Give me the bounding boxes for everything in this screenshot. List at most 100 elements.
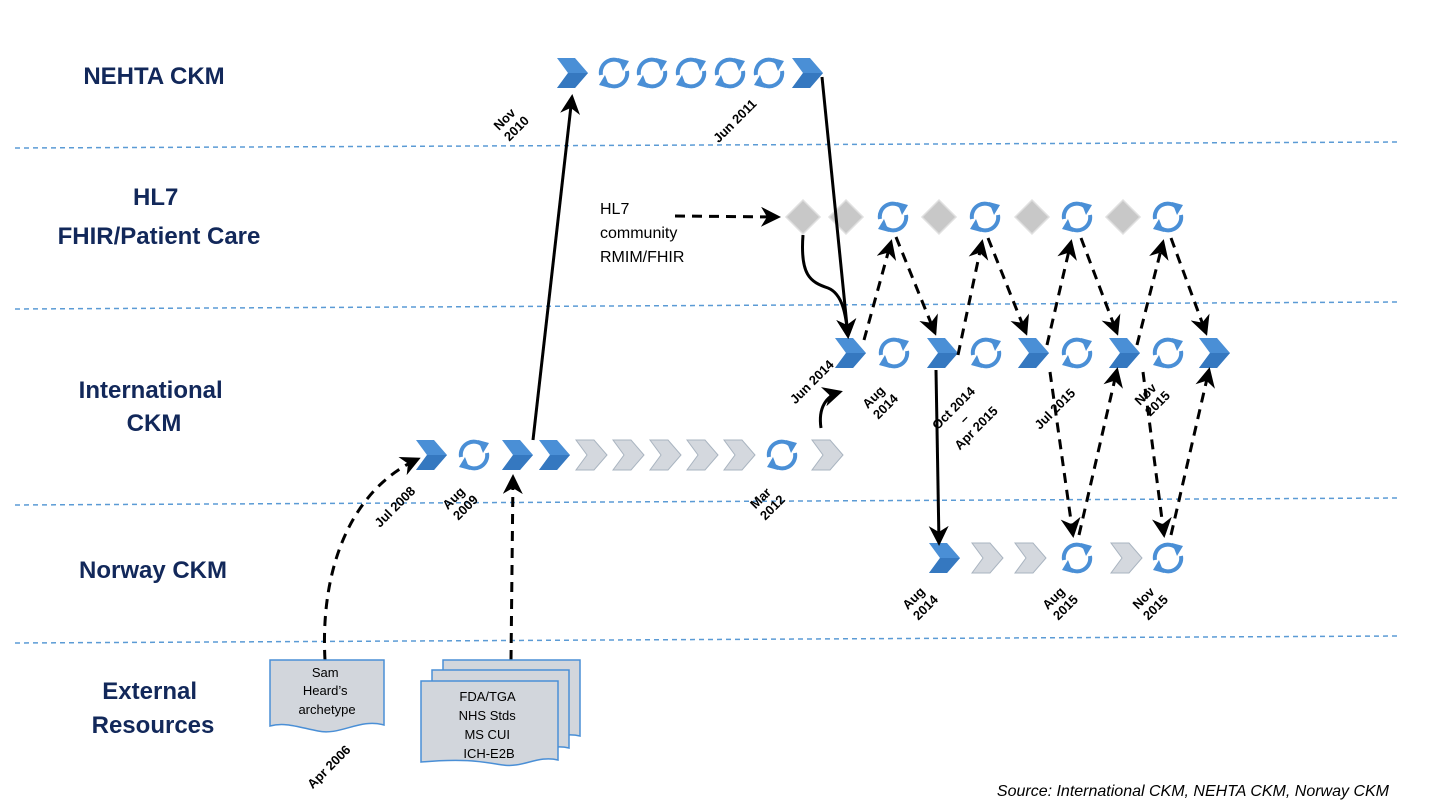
dashed-connectors bbox=[322, 206, 1215, 661]
doc-standards-stack: FDA/TGA NHS Stds MS CUI ICH-E2B bbox=[420, 659, 581, 767]
chevron-blue-icon bbox=[502, 440, 533, 470]
cycle-arrows-icon bbox=[674, 56, 708, 90]
doc-standards-text: FDA/TGA NHS Stds MS CUI ICH-E2B bbox=[459, 689, 520, 761]
arrow-intl-to-norway-nov2015 bbox=[1141, 371, 1172, 538]
chevron-blue-icon bbox=[792, 58, 823, 88]
arrow-hl7-to-intl-jul2015 bbox=[1079, 237, 1121, 336]
date-nov-2015-intl: Nov 2015 bbox=[1131, 377, 1173, 419]
cycle-arrows-icon bbox=[968, 200, 1002, 234]
arrow-mar2012-to-jun2014 bbox=[818, 387, 843, 429]
arrow-oct2014-to-hl7 bbox=[956, 239, 989, 356]
lane-labels: NEHTA CKM HL7 FHIR/Patient Care Internat… bbox=[58, 63, 261, 739]
chevron-grey-icon bbox=[612, 439, 645, 471]
arrow-hl7-to-intl bbox=[800, 234, 857, 339]
cycle-arrows-icon bbox=[1060, 200, 1094, 234]
arrow-hl7note-to-hl7 bbox=[674, 206, 781, 227]
lane-label-international: International CKM bbox=[79, 377, 230, 437]
cycle-arrows-icon bbox=[765, 438, 799, 472]
date-jul-2015: Jul 2015 bbox=[1031, 385, 1078, 432]
hl7-row bbox=[785, 199, 1185, 235]
document-icon bbox=[420, 680, 559, 767]
diamond-icon bbox=[1014, 199, 1050, 235]
date-nov-2010: Nov 2010 bbox=[490, 102, 532, 144]
arrow-norway-to-intl-nov2015 bbox=[1169, 367, 1215, 536]
date-apr-2006: Apr 2006 bbox=[304, 742, 353, 791]
diamond-icon bbox=[1105, 199, 1141, 235]
chevron-grey-icon bbox=[811, 439, 844, 471]
arrow-norway-to-intl-aug2015 bbox=[1077, 367, 1123, 536]
date-oct-2014-apr-2015: Oct 2014 – Apr 2015 bbox=[929, 381, 1002, 454]
arrow-nehta-to-intl bbox=[820, 76, 857, 339]
cycle-arrows-icon bbox=[635, 56, 669, 90]
chevron-blue-icon bbox=[835, 338, 866, 368]
divider-1 bbox=[14, 141, 1399, 149]
arrow-intl-to-norway-aug2015 bbox=[1048, 371, 1081, 538]
date-jun-2014: Jun 2014 bbox=[787, 356, 837, 406]
chevron-blue-icon bbox=[557, 58, 588, 88]
cycle-arrows-icon bbox=[877, 336, 911, 370]
date-jun-2011: Jun 2011 bbox=[710, 96, 759, 145]
arrow-hl7-to-aug2014 bbox=[894, 236, 938, 336]
date-aug-2014-intl: Aug 2014 bbox=[859, 380, 901, 422]
chevron-grey-icon bbox=[686, 439, 719, 471]
date-nov-2015-norway: Nov 2015 bbox=[1129, 581, 1171, 623]
divider-3 bbox=[14, 497, 1399, 506]
divider-2 bbox=[14, 301, 1399, 310]
hl7-community-note: HL7 community RMIM/FHIR bbox=[600, 201, 684, 266]
diamond-icon bbox=[921, 199, 957, 235]
arrow-aug2009-to-nehta bbox=[531, 94, 581, 441]
chevron-grey-icon bbox=[723, 439, 756, 471]
norway-row bbox=[929, 541, 1185, 575]
international-lower-row bbox=[416, 438, 844, 472]
chevron-grey-icon bbox=[971, 542, 1004, 574]
cycle-arrows-icon bbox=[876, 200, 910, 234]
lane-label-external: External Resources bbox=[92, 678, 215, 739]
date-aug-2014-norway: Aug 2014 bbox=[899, 581, 941, 623]
chevron-grey-icon bbox=[649, 439, 682, 471]
divider-4 bbox=[14, 635, 1399, 644]
diamond-icon bbox=[785, 199, 821, 235]
lane-dividers bbox=[14, 141, 1399, 644]
arrow-sam-to-jul2008 bbox=[322, 456, 421, 661]
international-upper-row bbox=[835, 336, 1230, 370]
document-icon bbox=[269, 659, 385, 733]
doc-sam-heard: Sam Heard’s archetype bbox=[269, 659, 385, 733]
arrow-hl7-to-apr2015 bbox=[986, 237, 1029, 336]
arrow-jul2015-to-hl7 bbox=[1045, 239, 1077, 346]
lane-label-hl7: HL7 FHIR/Patient Care bbox=[58, 184, 261, 250]
arrow-intl-to-norway bbox=[928, 369, 949, 546]
cycle-arrows-icon bbox=[1151, 336, 1185, 370]
date-mar-2012: Mar 2012 bbox=[746, 481, 788, 523]
nehta-row bbox=[557, 56, 823, 90]
arrow-intl-to-hl7-nov2015 bbox=[1135, 239, 1169, 346]
cycle-arrows-icon bbox=[1151, 200, 1185, 234]
cycle-arrows-icon bbox=[597, 56, 631, 90]
chevron-grey-icon bbox=[1110, 542, 1143, 574]
cycle-arrows-icon bbox=[752, 56, 786, 90]
chevron-grey-icon bbox=[1014, 542, 1047, 574]
date-aug-2015-norway: Aug 2015 bbox=[1039, 581, 1081, 623]
arrow-standards-to-aug2009 bbox=[502, 474, 523, 661]
lane-label-nehta: NEHTA CKM bbox=[83, 63, 224, 90]
cycle-arrows-icon bbox=[457, 438, 491, 472]
arrow-hl7-to-intl-nov2015 bbox=[1169, 237, 1210, 336]
chevron-blue-icon bbox=[929, 543, 960, 573]
date-aug-2009: Aug 2009 bbox=[439, 481, 481, 523]
date-jul-2008: Jul 2008 bbox=[371, 483, 418, 530]
source-caption: Source: International CKM, NEHTA CKM, No… bbox=[997, 783, 1390, 800]
cycle-arrows-icon bbox=[713, 56, 747, 90]
chevron-blue-icon bbox=[927, 338, 958, 368]
chevron-blue-icon bbox=[1109, 338, 1140, 368]
doc-sam-heard-text: Sam Heard’s archetype bbox=[298, 665, 355, 717]
cycle-arrows-icon bbox=[1060, 541, 1094, 575]
chevron-blue-icon bbox=[1018, 338, 1049, 368]
chevron-blue-icon bbox=[539, 440, 570, 470]
cycle-arrows-icon bbox=[969, 336, 1003, 370]
cycle-arrows-icon bbox=[1151, 541, 1185, 575]
chevron-grey-icon bbox=[575, 439, 608, 471]
chevron-blue-icon bbox=[1199, 338, 1230, 368]
cycle-arrows-icon bbox=[1060, 336, 1094, 370]
chevron-blue-icon bbox=[416, 440, 447, 470]
arrow-jun2014-to-hl7 bbox=[862, 239, 897, 341]
